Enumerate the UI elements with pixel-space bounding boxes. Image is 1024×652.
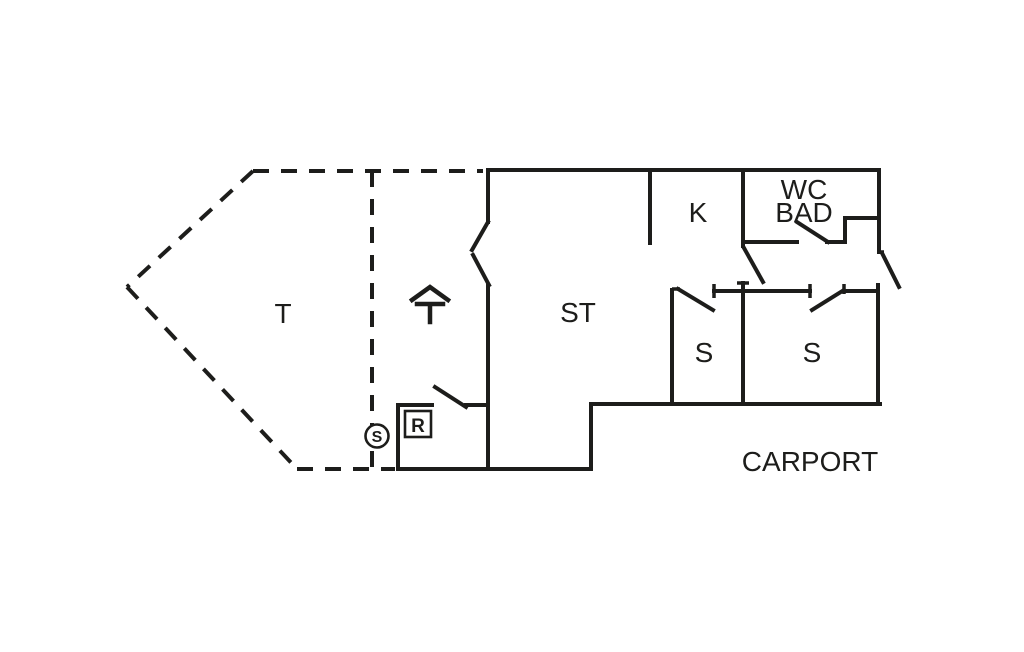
label-terrace: T [274, 298, 291, 329]
bedroom-right-door-leaf [809, 287, 847, 313]
label-carport: CARPORT [742, 446, 878, 477]
meter-circle-label: S [372, 429, 383, 446]
entrance-arrow-head [408, 284, 452, 304]
bath-door-leaf [794, 219, 831, 245]
door-leaves [432, 219, 902, 410]
meter-circle-icon [364, 423, 390, 449]
room-labels: T ST K WC BAD S S CARPORT [274, 174, 878, 477]
label-bedroom-right: S [803, 337, 822, 368]
wall-top-and-right-upper [486, 168, 881, 254]
meter-box-icon [403, 409, 433, 439]
entrance-arrow-stem [414, 301, 446, 325]
carport-exit-door-leaf [879, 250, 902, 290]
terrace-door-leaf-upper [469, 219, 491, 253]
terrace-wall-lower-left [125, 285, 299, 471]
terrace-outline [125, 169, 483, 471]
meter-box-label: R [411, 416, 425, 437]
entrance-arrow-icon [408, 284, 452, 325]
entry-door-leaf [432, 384, 469, 410]
meter-symbols: S R [364, 409, 433, 449]
terrace-wall-upper-left [125, 169, 255, 289]
terrace-door-leaf-lower [470, 252, 492, 288]
label-bedroom-left: S [695, 337, 714, 368]
label-wc: WC [781, 174, 828, 205]
label-kitchen: K [689, 197, 708, 228]
bedroom-left-door-leaf [675, 286, 716, 313]
building-walls [396, 168, 882, 471]
wall-bath-step [825, 216, 880, 244]
label-bad: BAD [775, 197, 833, 228]
label-living-room: ST [560, 297, 596, 328]
hall-door-leaf [741, 245, 766, 285]
